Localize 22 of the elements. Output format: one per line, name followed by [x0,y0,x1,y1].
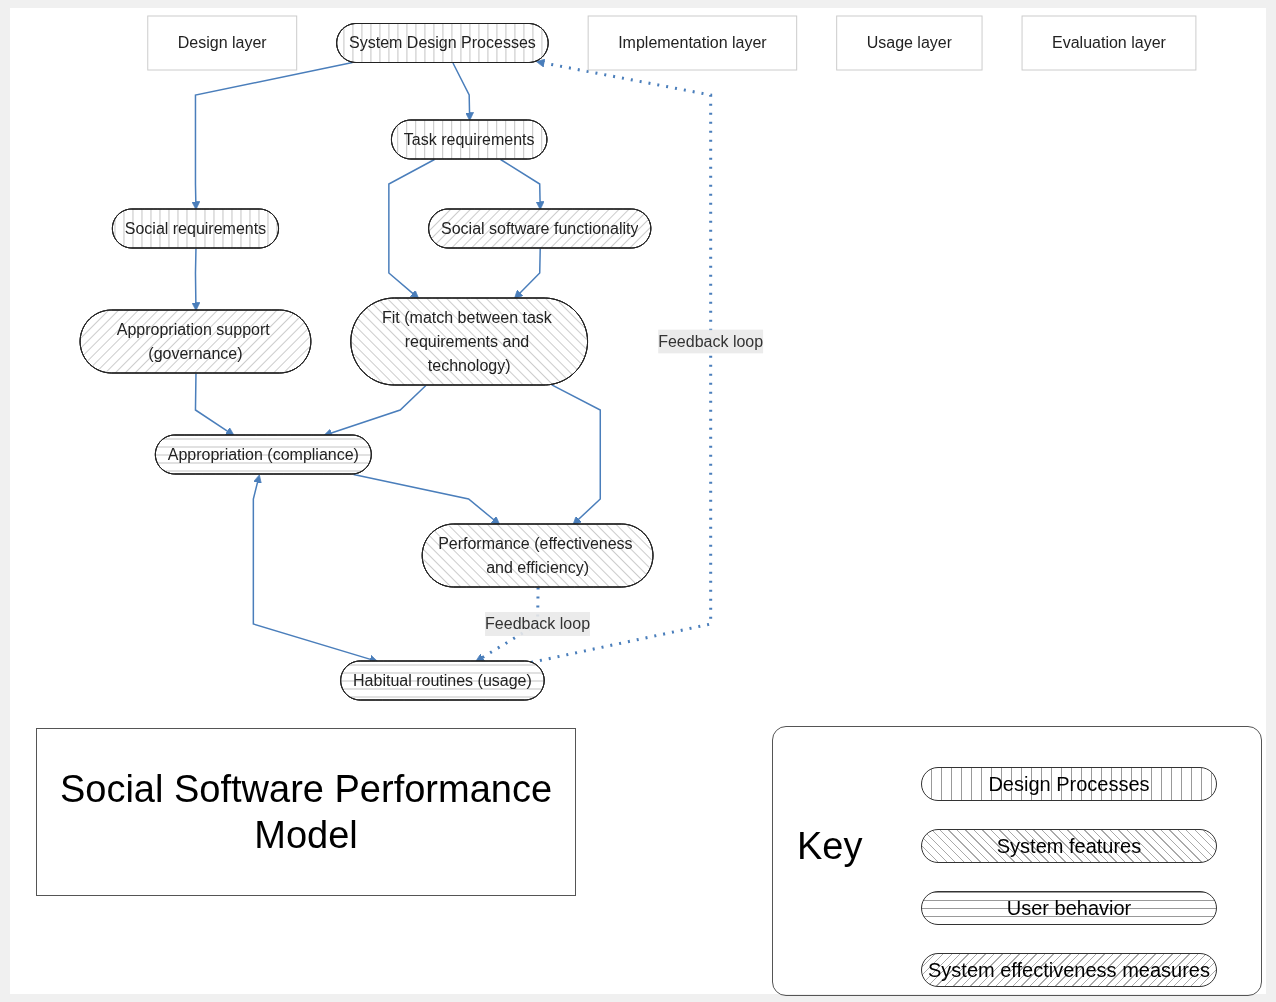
arrow [499,158,545,210]
edge-label: Feedback loop [658,332,764,350]
legend-label: System features [996,834,1142,858]
arrow [191,247,201,311]
arrow [514,247,541,299]
legend-label: System effectiveness measures [928,958,1210,982]
node-box: Implementation layer [587,15,798,71]
arrow [194,372,235,436]
arrow [551,384,601,525]
key-heading: Key [797,825,863,868]
arrow [191,61,354,210]
arrow [530,58,713,664]
legend-label: Design Processes [988,772,1150,796]
arrow [388,158,436,299]
node-box: Evaluation layer [1021,15,1197,71]
edge-label: Feedback loop [485,615,591,632]
arrow [352,473,500,525]
arrow [452,62,474,121]
legend-label: User behavior [1006,896,1132,920]
diagram-title: Social Software Performance Model [58,767,554,858]
node-box: Design layer [147,15,298,71]
node-box: Usage layer [836,15,983,71]
